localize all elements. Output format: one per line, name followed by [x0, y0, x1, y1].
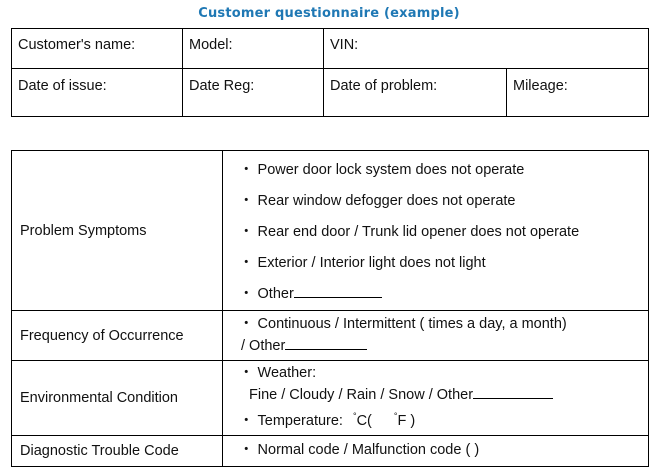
vin-cell[interactable]: VIN:: [322, 28, 650, 69]
date-reg-label: Date Reg:: [189, 78, 255, 94]
frequency-row: Frequency of Occurrence ・ Continuous / I…: [11, 310, 649, 361]
frequency-other-label: / Other: [241, 338, 286, 354]
date-reg-cell[interactable]: Date Reg:: [182, 68, 324, 117]
customer-name-cell[interactable]: Customer's name:: [11, 28, 183, 69]
vin-label: VIN:: [330, 37, 359, 53]
symptom-other-blank[interactable]: [293, 283, 382, 298]
frequency-label: Frequency of Occurrence: [11, 310, 223, 361]
symptom-option[interactable]: ・ Power door lock system does not operat…: [239, 162, 525, 178]
problem-details-table: Problem Symptoms ・ Power door lock syste…: [11, 150, 649, 467]
degree-c-symbol: °: [352, 411, 357, 421]
model-cell[interactable]: Model:: [182, 28, 324, 69]
weather-options-text: Fine / Cloudy / Rain / Snow / Other: [249, 387, 474, 403]
dtc-row: Diagnostic Trouble Code ・ Normal code / …: [11, 435, 649, 467]
weather-options[interactable]: Fine / Cloudy / Rain / Snow / Other: [239, 384, 648, 406]
frequency-other[interactable]: / Other: [239, 335, 648, 357]
symptoms-options: ・ Power door lock system does not operat…: [222, 150, 649, 311]
symptom-other-label: ・ Other: [239, 286, 294, 302]
mileage-cell[interactable]: Mileage:: [505, 68, 650, 117]
symptoms-row: Problem Symptoms ・ Power door lock syste…: [11, 150, 649, 311]
date-of-problem-cell[interactable]: Date of problem:: [323, 68, 507, 117]
symptom-option-other[interactable]: ・ Other: [239, 279, 648, 310]
temperature-label: ・ Temperature:: [239, 413, 343, 429]
date-of-issue-cell[interactable]: Date of issue:: [11, 68, 183, 117]
frequency-option[interactable]: ・ Continuous / Intermittent ( times a da…: [239, 316, 567, 332]
customer-info-table: Customer's name: Model: VIN: Date of iss…: [11, 28, 650, 117]
mileage-label: Mileage:: [513, 78, 568, 94]
frequency-options: ・ Continuous / Intermittent ( times a da…: [222, 310, 649, 361]
environment-label: Environmental Condition: [11, 360, 223, 436]
symptom-option[interactable]: ・ Exterior / Interior light does not lig…: [239, 255, 486, 271]
weather-label: ・ Weather:: [239, 365, 317, 381]
degree-f-symbol: °: [393, 411, 398, 421]
fahrenheit-label: F ): [397, 413, 416, 429]
environment-options: ・ Weather: Fine / Cloudy / Rain / Snow /…: [222, 360, 649, 436]
dtc-text: ・ Normal code / Malfunction code ( ): [239, 442, 480, 458]
symptom-option[interactable]: ・ Rear window defogger does not operate: [239, 193, 516, 209]
frequency-other-blank[interactable]: [285, 335, 368, 350]
temperature-line[interactable]: ・ Temperature:°C(°F ): [239, 406, 648, 432]
dtc-label: Diagnostic Trouble Code: [11, 435, 223, 467]
dtc-options[interactable]: ・ Normal code / Malfunction code ( ): [222, 435, 649, 467]
weather-other-blank[interactable]: [473, 384, 554, 399]
customer-name-label: Customer's name:: [18, 37, 136, 53]
model-label: Model:: [189, 37, 233, 53]
page-title: Customer questionnaire (example): [198, 6, 460, 21]
environment-row: Environmental Condition ・ Weather: Fine …: [11, 360, 649, 436]
symptom-option[interactable]: ・ Rear end door / Trunk lid opener does …: [239, 224, 580, 240]
date-of-issue-label: Date of issue:: [18, 78, 107, 94]
date-of-problem-label: Date of problem:: [330, 78, 438, 94]
celsius-label: C(: [356, 413, 372, 429]
symptoms-label: Problem Symptoms: [11, 150, 223, 311]
